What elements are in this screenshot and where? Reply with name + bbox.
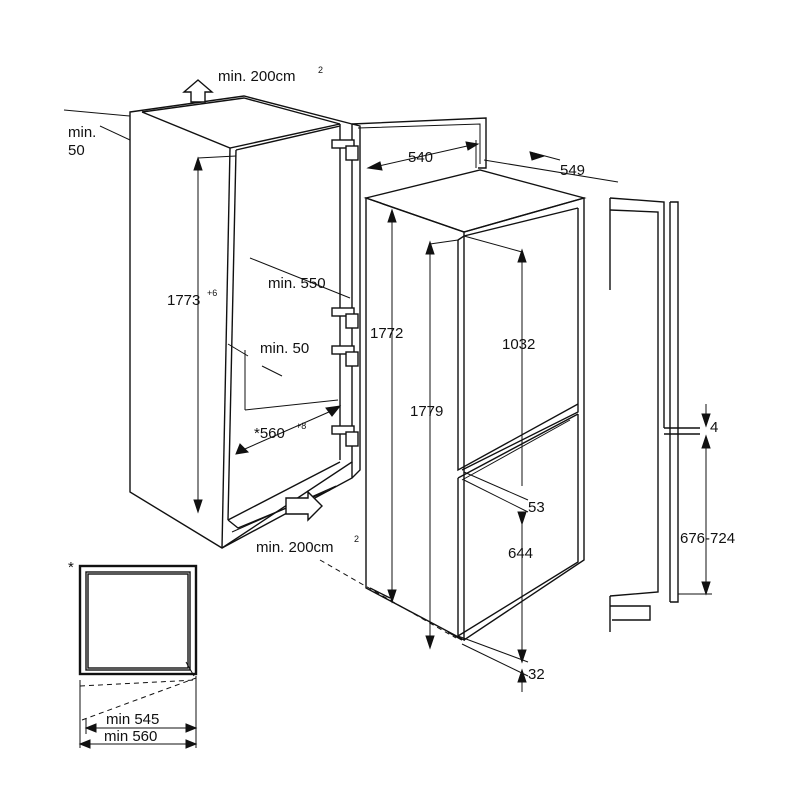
- height-1773-label: 1773: [167, 292, 200, 309]
- dim-549: [483, 151, 619, 183]
- dim-560: [235, 405, 342, 455]
- dim-1779: [425, 239, 459, 650]
- dim-4: [701, 404, 711, 428]
- min-50-left-label-a: min.: [68, 124, 96, 141]
- dim-min-50-left: [63, 109, 131, 141]
- vent-bottom-label: min. 200cm: [256, 539, 334, 556]
- dim-540: [366, 140, 480, 171]
- inset-asterisk: *: [68, 559, 74, 576]
- min-50-mid-label: min. 50: [260, 340, 309, 357]
- vent-top-label: min. 200cm: [218, 68, 296, 85]
- dim-min-550: [249, 257, 351, 299]
- vent-arrow-bottom-icon: [285, 490, 323, 522]
- height-1773-sup: +6: [207, 288, 217, 298]
- dim-4-label: 4: [710, 419, 718, 436]
- niche-cabinet: [129, 95, 353, 549]
- dim-644-label: 644: [508, 545, 533, 562]
- dim-min-50-mid: [227, 343, 283, 377]
- dim-53: [463, 471, 529, 526]
- dim-1773: [193, 155, 237, 514]
- appliance-body: [363, 169, 587, 642]
- min-560-label: min 560: [104, 728, 157, 745]
- height-1032-label: 1032: [502, 336, 535, 353]
- depth-549-label: 549: [560, 162, 585, 179]
- vent-top-sup: 2: [318, 65, 323, 75]
- dim-676-724-label: 676-724: [680, 530, 735, 547]
- width-560-label: *560: [254, 425, 285, 442]
- hinges: [331, 139, 359, 447]
- dim-53-label: 53: [528, 499, 545, 516]
- vent-arrow-top-icon: [182, 79, 214, 103]
- door-outline: [351, 117, 487, 479]
- side-profile: [609, 197, 700, 632]
- height-1779-label: 1779: [410, 403, 443, 420]
- floor-dashed-line: [319, 559, 457, 639]
- dim-644: [517, 512, 527, 664]
- min-545-label: min 545: [106, 711, 159, 728]
- inset-plan-view: [78, 564, 198, 748]
- min-550-label: min. 550: [268, 275, 326, 292]
- dim-1772: [387, 208, 397, 604]
- height-1772-label: 1772: [370, 325, 403, 342]
- dim-676-724: [678, 434, 712, 596]
- dim-min-545: [84, 723, 198, 733]
- dim-1032: [463, 235, 527, 486]
- width-560-sup: +8: [296, 421, 306, 431]
- dim-32: [457, 635, 529, 692]
- min-50-left-label-b: 50: [68, 142, 85, 159]
- vent-bottom-sup: 2: [354, 534, 359, 544]
- dim-32-label: 32: [528, 666, 545, 683]
- dim-min-560: [78, 739, 198, 749]
- depth-540-label: 540: [408, 149, 433, 166]
